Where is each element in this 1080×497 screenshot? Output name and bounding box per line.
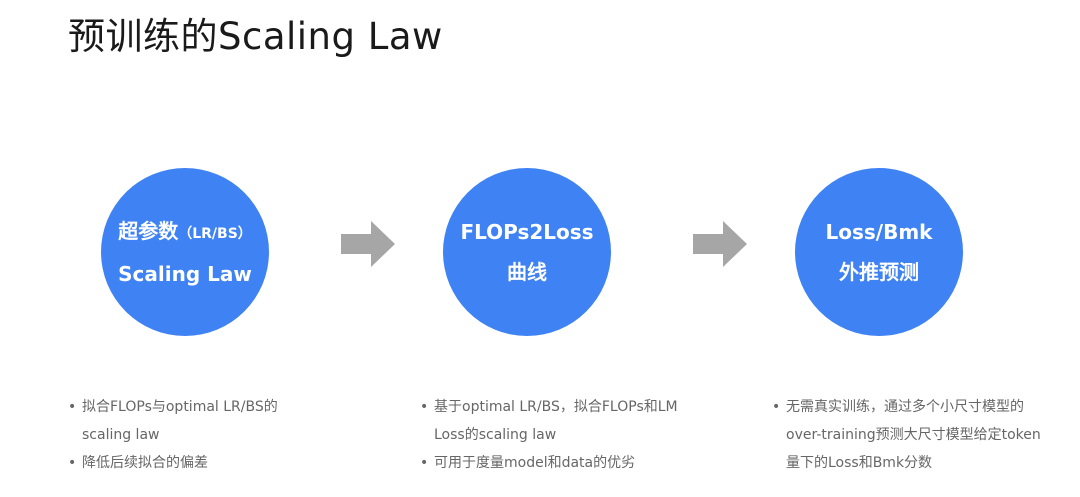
step-circle-title: FLOPs2Loss [460, 220, 594, 244]
step-bullets-loss-bmk: 无需真实训练，通过多个小尺寸模型的over-training预测大尺寸模型给定t… [772, 393, 1052, 477]
step-circle-subtitle: （LR/BS） [178, 225, 252, 242]
step-circle-flops2loss: FLOPs2Loss 曲线 [443, 168, 611, 336]
list-item: 可用于度量model和data的优劣 [420, 449, 680, 477]
step-circle-line2: Scaling Law [118, 261, 252, 286]
step-circle-line2: 曲线 [507, 260, 547, 284]
list-item: 基于optimal LR/BS，拟合FLOPs和LM Loss的scaling … [420, 393, 680, 449]
step-circle-line: 超参数（LR/BS） [118, 211, 252, 254]
arrow-right-icon [341, 221, 395, 267]
list-item: 拟合FLOPs与optimal LR/BS的scaling law [68, 393, 308, 449]
step-circle-line2: 外推预测 [839, 260, 919, 284]
step-bullets-hyperparameters: 拟合FLOPs与optimal LR/BS的scaling law 降低后续拟合… [68, 393, 308, 477]
page-title: 预训练的Scaling Law [68, 15, 443, 58]
step-circle-loss-bmk: Loss/Bmk 外推预测 [795, 168, 963, 336]
step-circle-hyperparameters: 超参数（LR/BS） Scaling Law [101, 168, 269, 336]
arrow-right-icon [693, 221, 747, 267]
list-item: 降低后续拟合的偏差 [68, 449, 308, 477]
step-bullets-flops2loss: 基于optimal LR/BS，拟合FLOPs和LM Loss的scaling … [420, 393, 680, 477]
list-item: 无需真实训练，通过多个小尺寸模型的over-training预测大尺寸模型给定t… [772, 393, 1052, 477]
step-circle-title: 超参数 [118, 218, 179, 243]
step-circle-title: Loss/Bmk [825, 220, 933, 244]
